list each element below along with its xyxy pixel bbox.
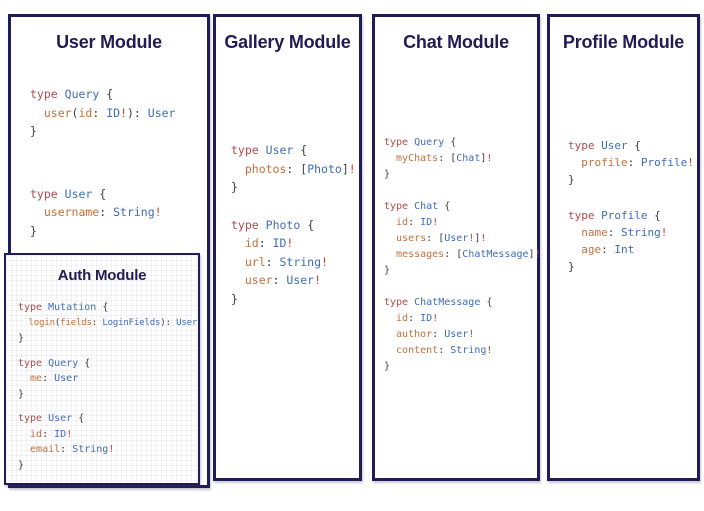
- gallery-module-title: Gallery Module: [224, 32, 351, 52]
- auth-module-schema-code: type Mutation { login(fields: LoginField…: [18, 302, 198, 471]
- profile-module-title: Profile Module: [562, 32, 685, 52]
- user-module-schema-code: type Query { user(id: ID!): User}type Us…: [30, 87, 176, 238]
- profile-module-schema-code: type User { profile: Profile!}type Profi…: [568, 139, 694, 273]
- gallery-module-schema-code: type User { photos: [Photo]!}type Photo …: [231, 143, 356, 306]
- auth-module-title: Auth Module: [57, 267, 147, 284]
- panel-gallery-module: Gallery Module type User { photos: [Phot…: [213, 14, 362, 481]
- user-module-title: User Module: [56, 32, 162, 52]
- panel-auth-module: Auth Module type Mutation { login(fields…: [4, 253, 200, 485]
- chat-module-title: Chat Module: [403, 32, 509, 52]
- panel-chat-module: Chat Module type Query { myChats: [Chat]…: [372, 14, 541, 481]
- chat-module-schema-code: type Query { myChats: [Chat]!}type Chat …: [384, 137, 541, 372]
- panel-profile-module: Profile Module type User { profile: Prof…: [547, 14, 700, 481]
